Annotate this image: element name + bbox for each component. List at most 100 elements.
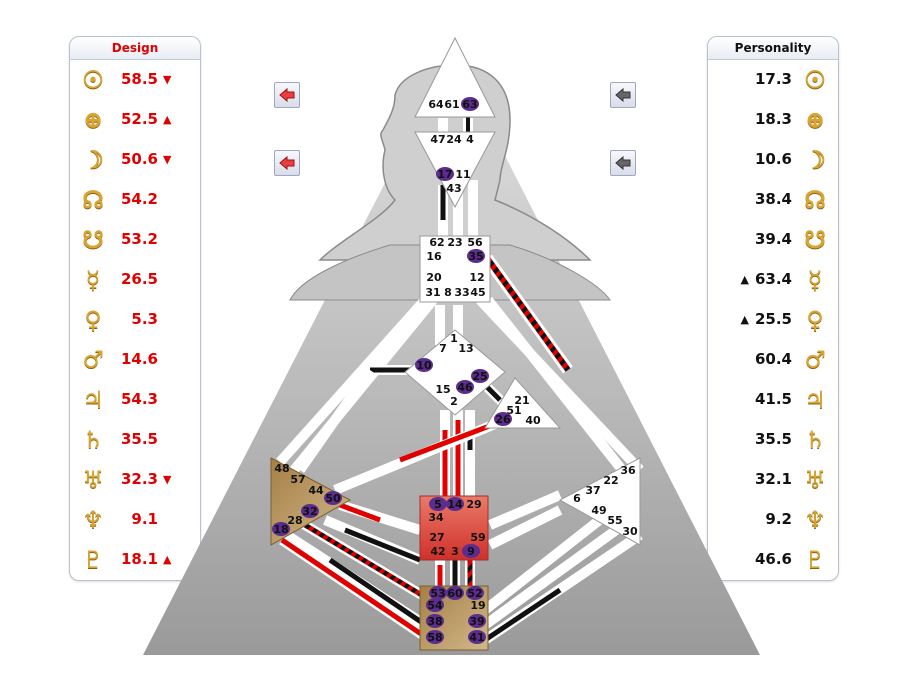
gate-number[interactable]: 16: [426, 250, 442, 263]
gate-number[interactable]: 27: [429, 531, 444, 544]
gate-number[interactable]: 1: [450, 332, 458, 345]
gate-number[interactable]: 61: [444, 98, 459, 111]
gate-number[interactable]: 55: [607, 514, 622, 527]
gate-number[interactable]: 9: [467, 545, 475, 558]
gate-number[interactable]: 12: [469, 271, 484, 284]
planet-gate-value: 14.6: [120, 350, 158, 368]
gate-number[interactable]: 7: [439, 342, 447, 355]
gate-number[interactable]: 23: [447, 236, 462, 249]
activated-gate-marker: [436, 167, 454, 181]
gate-number[interactable]: 31: [425, 286, 440, 299]
gate-number[interactable]: 26: [495, 413, 511, 426]
gate-number[interactable]: 37: [585, 484, 600, 497]
planet-row: 9.2♆: [708, 504, 838, 534]
gate-number[interactable]: 28: [287, 514, 302, 527]
gate-number[interactable]: 54: [427, 599, 443, 612]
gate-number[interactable]: 17: [437, 168, 452, 181]
gate-number[interactable]: 60: [447, 587, 463, 600]
gate-number[interactable]: 25: [472, 370, 487, 383]
gate-number[interactable]: 8: [444, 286, 452, 299]
gate-number[interactable]: 36: [620, 464, 636, 477]
design-prev-button-2[interactable]: [274, 150, 300, 176]
gate-number[interactable]: 19: [470, 599, 485, 612]
gate-number[interactable]: 53: [430, 587, 445, 600]
planet-row: ☋53.2: [70, 224, 200, 254]
gate-number[interactable]: 34: [428, 511, 444, 524]
gate-number[interactable]: 63: [462, 98, 477, 111]
moon-icon: ☽: [804, 144, 826, 174]
planet-row: ☊54.2: [70, 184, 200, 214]
personality-prev-button-1[interactable]: [610, 82, 636, 108]
activated-gate-marker: [467, 249, 485, 263]
ajna-center[interactable]: [414, 131, 496, 209]
gate-number[interactable]: 38: [427, 615, 442, 628]
gate-number[interactable]: 49: [591, 504, 606, 517]
gate-number[interactable]: 56: [467, 236, 483, 249]
gate-number[interactable]: 59: [470, 531, 485, 544]
gate-number[interactable]: 48: [274, 462, 289, 475]
activated-gate-marker: [324, 491, 342, 505]
gate-number[interactable]: 51: [506, 404, 521, 417]
gate-number[interactable]: 5: [434, 498, 442, 511]
gate-number[interactable]: 46: [457, 381, 473, 394]
gate-number[interactable]: 45: [470, 286, 485, 299]
planet-gate-value: 39.4: [754, 230, 792, 248]
g-center[interactable]: [404, 329, 506, 416]
activated-gate-marker: [446, 497, 464, 511]
gate-number[interactable]: 24: [446, 133, 462, 146]
gate-number[interactable]: 40: [525, 414, 541, 427]
left-arrow-gray-icon: [615, 155, 631, 171]
direction-mark: ▼: [163, 472, 172, 486]
gate-number[interactable]: 64: [428, 98, 444, 111]
gate-number[interactable]: 33: [454, 286, 469, 299]
gate-number[interactable]: 6: [573, 492, 581, 505]
gate-number[interactable]: 2: [450, 395, 458, 408]
direction-mark: ▼: [163, 72, 172, 86]
planet-gate-value: 25.5: [754, 310, 792, 328]
direction-mark: ▲: [163, 552, 172, 566]
gate-number[interactable]: 50: [325, 492, 341, 505]
planet-row: 38.4☊: [708, 184, 838, 214]
gate-number[interactable]: 57: [290, 473, 305, 486]
gate-number[interactable]: 11: [455, 168, 470, 181]
head-center[interactable]: [414, 36, 496, 118]
solar-plexus-center[interactable]: [558, 457, 641, 546]
gate-number[interactable]: 58: [427, 631, 442, 644]
planet-gate-value: 60.4: [754, 350, 792, 368]
gate-number[interactable]: 41: [469, 631, 484, 644]
gate-number[interactable]: 14: [447, 498, 463, 511]
gate-number[interactable]: 35: [468, 250, 483, 263]
throat-center[interactable]: [419, 235, 491, 303]
gate-number[interactable]: 20: [426, 271, 442, 284]
personality-prev-button-2[interactable]: [610, 150, 636, 176]
gate-number[interactable]: 44: [308, 484, 324, 497]
activated-gate-marker: [426, 598, 444, 612]
gate-number[interactable]: 39: [469, 615, 484, 628]
gate-number[interactable]: 10: [416, 359, 432, 372]
activated-gate-marker: [471, 369, 489, 383]
gate-number[interactable]: 47: [430, 133, 445, 146]
gate-number[interactable]: 42: [430, 545, 445, 558]
gate-number[interactable]: 52: [467, 587, 482, 600]
sun-icon: ☉: [804, 64, 826, 94]
gate-number[interactable]: 15: [435, 383, 450, 396]
mercury-icon: ☿: [807, 264, 823, 294]
gate-number[interactable]: 21: [514, 394, 529, 407]
gate-number[interactable]: 3: [451, 545, 459, 558]
gate-number[interactable]: 43: [446, 182, 461, 195]
planet-gate-value: 63.4: [754, 270, 792, 288]
design-prev-button-1[interactable]: [274, 82, 300, 108]
gate-number[interactable]: 22: [603, 474, 618, 487]
spleen-center[interactable]: [270, 457, 352, 546]
planet-row: ♀5.3: [70, 304, 200, 334]
gate-number[interactable]: 32: [302, 505, 317, 518]
planet-row: ▲25.5♀: [708, 304, 838, 334]
gate-number[interactable]: 13: [458, 342, 473, 355]
gate-number[interactable]: 29: [466, 498, 481, 511]
gate-number[interactable]: 18: [273, 523, 288, 536]
gate-number[interactable]: 30: [622, 525, 638, 538]
planet-gate-value: 54.2: [120, 190, 158, 208]
jupiter-icon: ♃: [804, 384, 826, 414]
gate-number[interactable]: 4: [466, 133, 474, 146]
gate-number[interactable]: 62: [429, 236, 444, 249]
